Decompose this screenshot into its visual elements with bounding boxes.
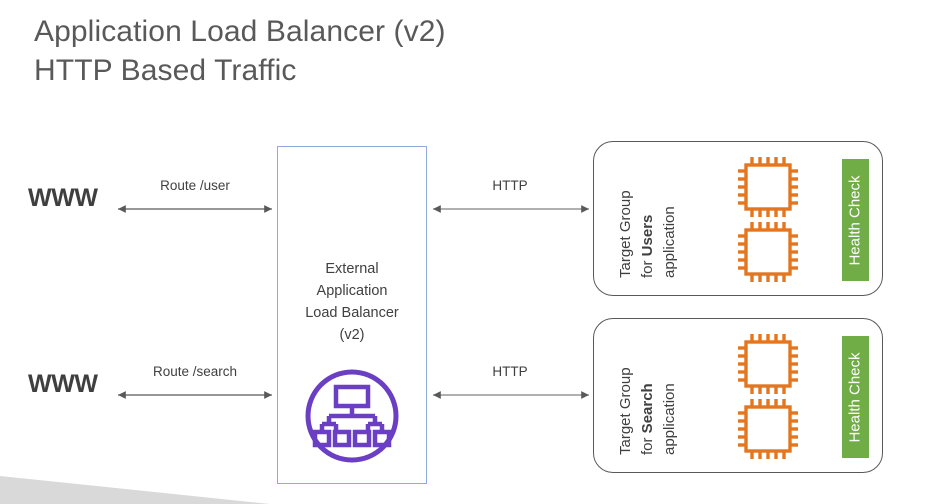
health-check-badge-users[interactable]: Health Check	[842, 159, 869, 281]
title-line-2: HTTP Based Traffic	[34, 54, 297, 87]
load-balancer-box[interactable]	[277, 146, 427, 484]
http-arrow-users: HTTP	[425, 178, 595, 222]
load-balancer-hierarchy-icon	[302, 366, 402, 466]
route-search-arrow: Route /search	[110, 364, 280, 408]
lb-caption-line-1: External	[325, 261, 379, 277]
target-group-search-label-line3: application	[661, 383, 678, 455]
health-check-badge-search[interactable]: Health Check	[842, 336, 869, 458]
target-group-search-label-line2: for Search	[639, 383, 656, 455]
http-arrow-search: HTTP	[425, 364, 595, 408]
double-arrow-icon	[433, 391, 589, 399]
client-www-bottom: WWW	[28, 370, 98, 398]
server-chip-icon	[735, 396, 801, 467]
target-group-search[interactable]: Target Group for Search application	[593, 318, 883, 473]
route-user-arrow: Route /user	[110, 178, 280, 222]
decorative-wedge	[0, 474, 300, 504]
target-group-users-label-line2: for Users	[639, 214, 656, 278]
route-user-label: Route /user	[160, 178, 230, 193]
server-chip-icon	[735, 331, 801, 402]
server-chip-icon	[735, 219, 801, 290]
double-arrow-icon	[118, 391, 272, 399]
target-group-users-label-line3: application	[661, 206, 678, 278]
page-title: Application Load Balancer (v2) HTTP Base…	[34, 12, 446, 90]
server-chip-icon	[735, 154, 801, 225]
double-arrow-icon	[433, 205, 589, 213]
http-label-search: HTTP	[492, 364, 528, 379]
target-group-users-label-line1: Target Group	[617, 190, 634, 278]
http-label-users: HTTP	[492, 178, 528, 193]
title-line-1: Application Load Balancer (v2)	[34, 15, 446, 48]
load-balancer-caption: External Application Load Balancer (v2)	[277, 258, 427, 346]
lb-caption-line-4: (v2)	[339, 327, 365, 344]
client-www-top: WWW	[28, 184, 98, 212]
lb-caption-line-3: Load Balancer	[305, 305, 399, 322]
double-arrow-icon	[118, 205, 272, 213]
route-search-label: Route /search	[152, 364, 238, 379]
target-group-search-label-line1: Target Group	[617, 367, 634, 455]
lb-caption-line-2: Application	[316, 283, 388, 300]
target-group-users[interactable]: Target Group for Users application	[593, 141, 883, 296]
